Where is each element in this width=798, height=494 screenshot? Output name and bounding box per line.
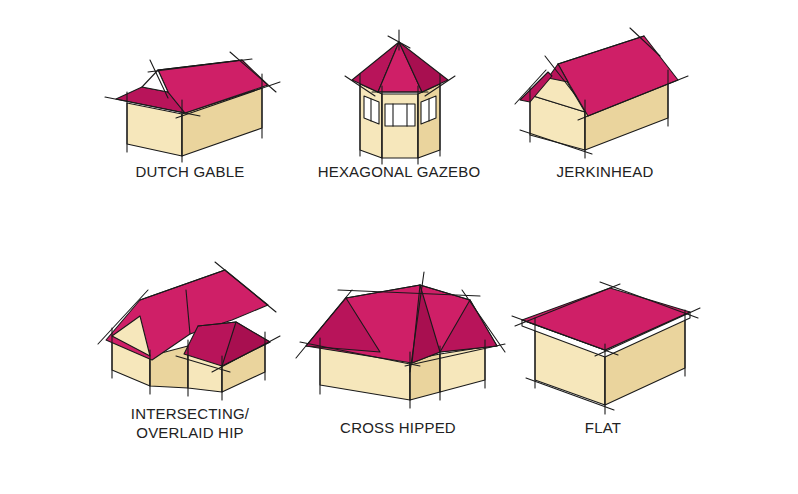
roof-type-label: HEXAGONAL GAZEBO [318, 162, 481, 181]
cross-hipped-roof [296, 272, 505, 408]
roof-type-label: JERKINHEAD [556, 162, 653, 181]
roof-type-label: INTERSECTING/ OVERLAID HIP [120, 404, 260, 442]
jerkinhead-roof [515, 28, 688, 158]
roof-type-label: FLAT [585, 418, 621, 437]
dutch-gable-roof [105, 52, 280, 162]
hexagonal-gazebo-roof [345, 30, 455, 164]
roof-type-label: CROSS HIPPED [340, 418, 456, 437]
intersecting-hip-roof [98, 262, 280, 400]
roof-type-label: DUTCH GABLE [136, 162, 245, 181]
flat-roof [512, 282, 700, 414]
